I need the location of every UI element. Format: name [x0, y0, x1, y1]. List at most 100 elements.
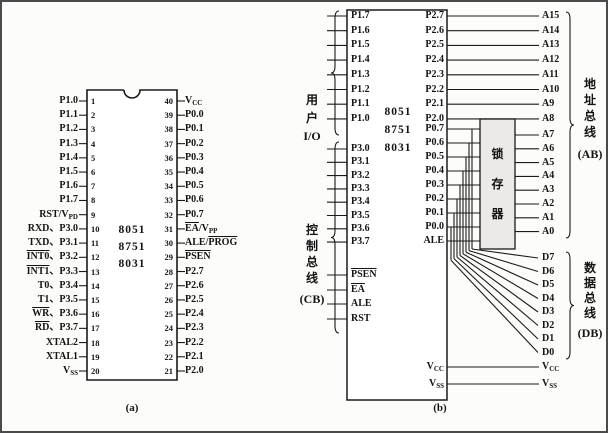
pin-a-right-label: PSEN	[185, 251, 211, 263]
pin-a-left-number: 18	[91, 337, 100, 348]
pin-a-right-number: 26	[164, 294, 174, 305]
address-high-label: A14	[542, 24, 560, 36]
pin-a-left-label: P1.4	[59, 151, 78, 163]
data-line-label: D3	[542, 306, 555, 317]
pin-a-right-label: P0.6	[185, 194, 204, 206]
pin-a-left-label: RD、P3.7	[34, 322, 78, 334]
pin-b-ctrl-label: ALE	[351, 298, 372, 309]
data-line-label: D5	[542, 279, 555, 290]
group-control-bus-label: 制	[305, 239, 318, 253]
pin-b-p0-label: P0.2	[425, 193, 444, 204]
pin-a-left-number: 12	[91, 252, 100, 263]
pin-a-left-number: 1	[91, 96, 96, 106]
pin-a-right-number: 24	[164, 323, 174, 334]
caption-b: (b)	[433, 402, 447, 414]
chip-model-label: 8751	[118, 241, 146, 253]
pin-b-p3-label: P3.4	[351, 196, 370, 208]
vss-rail-label: VSS	[542, 378, 558, 390]
group-data-bus-label: 总	[583, 291, 596, 305]
pin-a-right-number: 40	[164, 96, 174, 106]
pin-a-left-number: 17	[91, 323, 100, 334]
pin-b-p3-label: P3.7	[351, 236, 370, 248]
vcc-rail-label: VCC	[542, 361, 560, 373]
pin-a-left-label: P1.6	[59, 180, 78, 192]
pin-a-right-number: 21	[164, 365, 174, 376]
pin-a-left-label: P1.1	[59, 109, 78, 121]
pin-b-p2-label: P2.2	[425, 83, 444, 95]
pin-b-p1-label: P1.6	[351, 24, 370, 36]
pin-b-p3-label: P3.3	[351, 182, 370, 194]
latch-label: 器	[491, 207, 504, 221]
group-user-io-label: 户	[305, 111, 318, 125]
pin-a-left-number: 13	[91, 266, 100, 277]
pin-a-right-number: 36	[164, 152, 174, 163]
pin-a-left-label: T0、P3.4	[37, 279, 78, 291]
address-high-label: A11	[542, 68, 559, 80]
pin-a-right-label: P0.7	[185, 208, 204, 220]
address-high-label: A13	[542, 39, 560, 51]
pin-a-right-number: 39	[164, 110, 174, 121]
group-address-bus-label: 址	[583, 93, 596, 107]
data-line-label: D1	[542, 333, 555, 344]
pin-a-right-label: P0.1	[185, 123, 204, 135]
chip-model-label: 8031	[118, 258, 146, 270]
pin-b-p2-label: P2.3	[425, 68, 444, 80]
pin-b-p0-label: P0.3	[425, 179, 444, 190]
address-low-label: A3	[542, 184, 555, 196]
pin-b-p1-label: P1.1	[351, 98, 370, 110]
pin-a-right-label: P0.3	[185, 151, 204, 163]
address-high-label: A8	[542, 112, 555, 124]
pin-a-right-label: ALE/PROG	[185, 237, 238, 249]
pin-a-right-label: P2.5	[185, 293, 204, 305]
pin-b-p3-label: P3.5	[351, 209, 370, 221]
group-control-bus-label: (CB)	[299, 292, 325, 306]
pin-a-left-label: P1.0	[59, 95, 78, 106]
pin-a-left-number: 8	[91, 195, 96, 206]
address-high-label: A15	[542, 10, 560, 21]
pin-a-right-number: 38	[164, 124, 174, 135]
block-model-label: 8051	[384, 106, 412, 118]
pin-b-p0-label: P0.1	[425, 207, 444, 218]
pin-a-right-label: P2.3	[185, 322, 204, 334]
pin-a-right-label: VCC	[185, 95, 203, 107]
pin-a-left-number: 15	[91, 294, 100, 305]
pin-b-p2-label: P2.0	[425, 112, 444, 124]
group-data-bus-label: 线	[583, 306, 596, 320]
pin-a-right-label: P0.4	[185, 166, 204, 178]
pin-b-p1-label: P1.2	[351, 83, 370, 95]
pin-a-left-label: INT0、P3.2	[26, 251, 78, 263]
block-model-label: 8031	[384, 142, 412, 154]
pin-b-p2-label: P2.6	[425, 24, 444, 36]
address-high-label: A10	[542, 83, 560, 95]
pin-b-p0-label: P0.4	[425, 165, 444, 176]
group-address-bus-label: 线	[583, 125, 596, 139]
group-data-bus-label: (DB)	[577, 326, 603, 340]
pin-b-p3-label: P3.6	[351, 222, 370, 234]
pin-a-left-number: 16	[91, 309, 100, 320]
pin-a-left-number: 9	[91, 209, 96, 220]
group-control-bus-label: 控	[305, 223, 318, 237]
pin-a-right-number: 22	[164, 351, 174, 362]
group-control-bus-label: 总	[305, 255, 318, 269]
data-line-label: D6	[542, 265, 555, 277]
group-address-bus-label: 地	[583, 77, 596, 91]
data-line-label: D0	[542, 346, 555, 358]
pin-a-left-number: 2	[91, 110, 96, 121]
pin-a-right-number: 34	[164, 181, 174, 192]
vss-pin-label: VSS	[428, 378, 444, 390]
block-model-label: 8751	[384, 124, 412, 136]
pin-b-ctrl-label: RST	[351, 313, 371, 324]
pin-a-left-number: 11	[91, 238, 100, 249]
address-low-label: A5	[542, 156, 555, 168]
pin-a-left-label: XTAL2	[45, 336, 78, 348]
pin-a-right-number: 29	[164, 252, 174, 263]
group-address-bus-label: 总	[583, 109, 596, 123]
pin-b-p0-label: P0.7	[425, 123, 444, 134]
pin-a-left-label: P1.5	[59, 166, 78, 178]
vcc-pin-label: VCC	[426, 361, 444, 373]
pin-a-left-number: 3	[91, 124, 96, 135]
pin-b-p1-label: P1.0	[351, 112, 370, 124]
pin-b-p3-label: P3.2	[351, 169, 370, 181]
pin-b-ctrl-label: EA	[351, 284, 365, 295]
